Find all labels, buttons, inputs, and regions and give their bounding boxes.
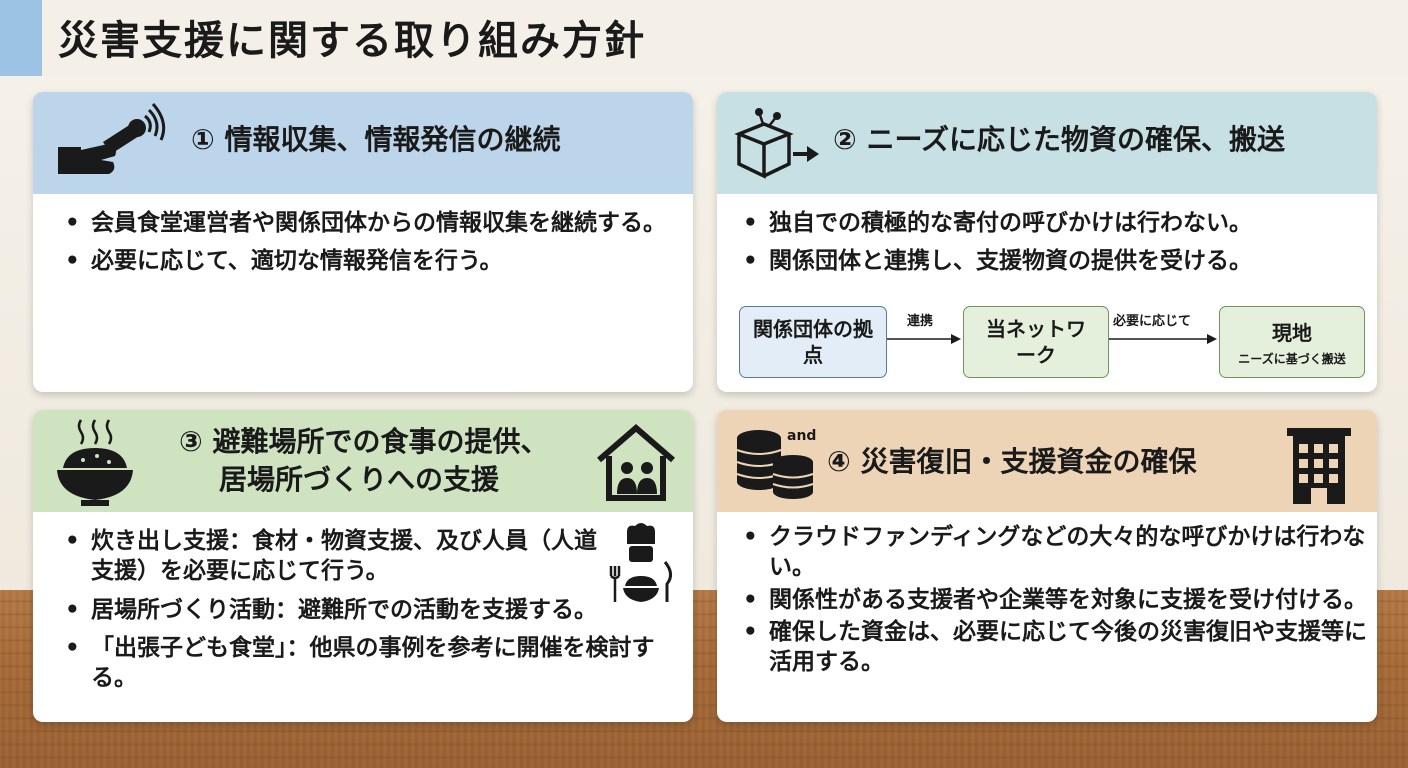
card-funding-bullets: クラウドファンディングなどの大々的な呼びかけは行わない。 関係性がある支援者や企…: [737, 522, 1367, 680]
card-supplies-heading: ② ニーズに応じた物資の確保、搬送: [833, 123, 1286, 156]
card-info-heading: ① 情報収集、情報発信の継続: [191, 123, 561, 156]
card-supplies-header: ② ニーズに応じた物資の確保、搬送: [717, 92, 1377, 194]
flow-arrow-label-1: 連携: [907, 314, 934, 329]
house-family-icon: [593, 422, 679, 502]
card-info-header: ① 情報収集、情報発信の継続: [33, 92, 693, 194]
flow-arrow-1: [887, 334, 961, 344]
page-title: 災害支援に関する取り組み方針: [58, 18, 646, 64]
list-item: 独自での積極的な寄付の呼びかけは行わない。: [737, 208, 1367, 239]
chef-meal-icon: [605, 522, 677, 606]
megaphone-hand-icon: [53, 102, 173, 182]
card-funding-heading: ④ 災害復旧・支援資金の確保: [827, 445, 1197, 478]
flow-box-site: 現地 ニーズに基づく搬送: [1219, 306, 1365, 378]
card-supplies-bullets: 独自での積極的な寄付の呼びかけは行わない。 関係団体と連携し、支援物資の提供を受…: [737, 208, 1367, 285]
rice-bowl-icon: [53, 416, 143, 508]
card-funding: and ④ 災害復旧・支援資金の確保 クラウドファンディングなどの大々的な呼びか…: [717, 410, 1377, 722]
list-item: 関係団体と連携し、支援物資の提供を受ける。: [737, 246, 1367, 277]
coins-icon: [733, 424, 833, 504]
card-shelter-bullets: 炊き出し支援：食材・物資支援、及び人員（人道支援）を必要に応じて行う。 居場所づ…: [59, 526, 679, 702]
coins-icon-label: and: [787, 428, 817, 444]
flow-arrow-2: [1109, 334, 1217, 344]
card-funding-header: and ④ 災害復旧・支援資金の確保: [717, 410, 1377, 512]
list-item: 関係性がある支援者や企業等を対象に支援を受け付ける。: [737, 585, 1367, 616]
flow-arrow-label-2: 必要に応じて: [1113, 314, 1192, 329]
title-accent: [0, 0, 42, 76]
list-item: 炊き出し支援：食材・物資支援、及び人員（人道支援）を必要に応じて行う。: [59, 526, 679, 587]
list-item: 会員食堂運営者や関係団体からの情報収集を継続する。: [59, 208, 679, 239]
card-info-bullets: 会員食堂運営者や関係団体からの情報収集を継続する。 必要に応じて、適切な情報発信…: [59, 208, 679, 285]
list-item: 必要に応じて、適切な情報発信を行う。: [59, 246, 679, 277]
card-shelter: ③ 避難場所での食事の提供、 居場所づくりへの支援 炊き出し支援：食材・物資支援…: [33, 410, 693, 722]
building-icon: [1283, 426, 1355, 506]
title-bar: 災害支援に関する取り組み方針: [0, 0, 1408, 76]
flow-box-network: 当ネットワーク: [963, 306, 1109, 378]
card-shelter-heading-line1: ③ 避難場所での食事の提供、: [179, 425, 549, 458]
card-supplies: ② ニーズに応じた物資の確保、搬送 独自での積極的な寄付の呼びかけは行わない。 …: [717, 92, 1377, 392]
list-item: 「出張子ども食堂」：他県の事例を参考に開催を検討する。: [59, 633, 679, 694]
box-arrow-icon: [729, 104, 829, 184]
list-item: 居場所づくり活動：避難所での活動を支援する。: [59, 595, 679, 626]
list-item: クラウドファンディングなどの大々的な呼びかけは行わない。: [737, 522, 1367, 583]
list-item: 確保した資金は、必要に応じて今後の災害復旧や支援等に活用する。: [737, 617, 1367, 678]
card-info: ① 情報収集、情報発信の継続 会員食堂運営者や関係団体からの情報収集を継続する。…: [33, 92, 693, 392]
card-shelter-heading-line2: 居場所づくりへの支援: [219, 463, 500, 496]
flow-box-partner-base: 関係団体の拠点: [739, 306, 887, 378]
card-shelter-header: ③ 避難場所での食事の提供、 居場所づくりへの支援: [33, 410, 693, 512]
